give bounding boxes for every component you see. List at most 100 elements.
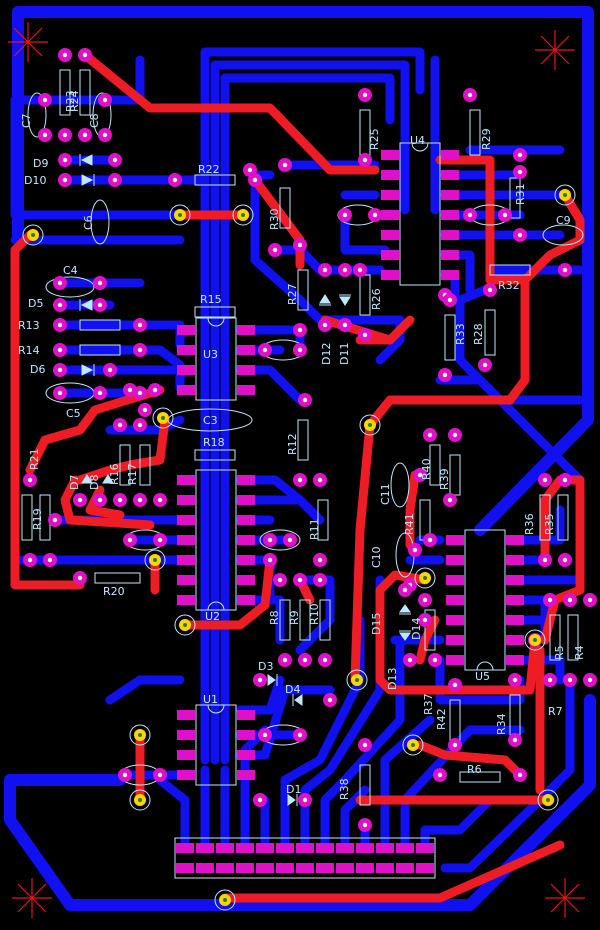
ic-pad — [441, 190, 459, 200]
pad-drill-hole — [257, 677, 263, 683]
pad-drill-hole — [452, 432, 458, 438]
label-r10: R10 — [308, 603, 321, 625]
pad-drill-hole — [57, 390, 63, 396]
ic-pad — [237, 475, 255, 485]
connector-pin — [416, 863, 434, 873]
label-r33: R33 — [454, 323, 467, 345]
via-drill — [411, 743, 415, 747]
ic-pad — [177, 345, 195, 355]
via-ring — [169, 204, 191, 226]
label-r9: R9 — [288, 610, 301, 625]
connector-outline — [174, 837, 436, 879]
pad-drill-hole — [47, 557, 53, 563]
pad-drill-hole — [262, 347, 268, 353]
ic-pad — [237, 515, 255, 525]
label-d5: D5 — [28, 297, 43, 310]
ic-pad — [177, 710, 195, 720]
connector-pin — [256, 863, 274, 873]
label-r8: R8 — [268, 610, 281, 625]
connector-pin — [176, 843, 194, 853]
pad-drill-hole — [117, 497, 123, 503]
label-r41: R41 — [403, 513, 416, 535]
pad-drill-hole — [57, 280, 63, 286]
silkscreen-layer — [21, 69, 584, 879]
ic-pad — [177, 515, 195, 525]
via-drill — [138, 733, 142, 737]
corner-marks — [8, 22, 585, 918]
label-r13: R13 — [18, 319, 40, 332]
ic-pad — [177, 495, 195, 505]
label-r31: R31 — [514, 183, 527, 205]
pad-drill-hole — [362, 822, 368, 828]
pad-drill-hole — [157, 537, 163, 543]
via-drill — [546, 798, 550, 802]
ic-outline-u4 — [399, 142, 441, 286]
ic-pad — [441, 210, 459, 220]
pad-drill-hole — [62, 157, 68, 163]
pad-drill-hole — [77, 497, 83, 503]
pad-drill-hole — [97, 280, 103, 286]
label-d9: D9 — [33, 157, 48, 170]
pad-drill-hole — [467, 212, 473, 218]
connector-pin — [216, 843, 234, 853]
ic-pad — [506, 615, 524, 625]
pad-drill-hole — [52, 517, 58, 523]
ic-pad — [506, 535, 524, 545]
pad-drill-hole — [297, 577, 303, 583]
pad-drill-hole — [42, 97, 48, 103]
via-ring — [402, 734, 424, 756]
ic-pad — [237, 710, 255, 720]
pad-drill-hole — [97, 497, 103, 503]
via-drill — [368, 423, 372, 427]
pad-drill-hole — [297, 327, 303, 333]
pad-drill-hole — [422, 597, 428, 603]
ic-pad — [381, 170, 399, 180]
pad-drill-hole — [452, 742, 458, 748]
via-ring — [414, 567, 436, 589]
ic-pad — [446, 575, 464, 585]
label-c11: C11 — [379, 483, 392, 505]
connector-pin — [376, 843, 394, 853]
ic-pad — [177, 750, 195, 760]
label-d1: D1 — [286, 783, 301, 796]
ic-pad — [506, 635, 524, 645]
ic-pad — [381, 230, 399, 240]
connector-pin — [416, 843, 434, 853]
pad-drill-hole — [267, 557, 273, 563]
ic-pad — [441, 150, 459, 160]
pad-drill-hole — [402, 587, 408, 593]
corner-mark-top-right — [535, 30, 575, 70]
ic-pad — [446, 615, 464, 625]
connector-pin — [176, 863, 194, 873]
pad-drill-hole — [112, 157, 118, 163]
pad-drill-hole — [27, 557, 33, 563]
label-r34: R34 — [495, 713, 508, 735]
label-r21: R21 — [28, 448, 41, 470]
ic-pad — [446, 635, 464, 645]
pad-drill-hole — [137, 390, 143, 396]
pad-drill-hole — [122, 772, 128, 778]
connector-pin — [356, 863, 374, 873]
pad-drill-hole — [362, 332, 368, 338]
via-ring — [129, 724, 151, 746]
pad-drill-hole — [542, 477, 548, 483]
pad-drill-hole — [587, 677, 593, 683]
ic-pad — [177, 575, 195, 585]
connector-pin — [396, 863, 414, 873]
ic-pad — [446, 555, 464, 565]
pad-drill-hole — [297, 242, 303, 248]
pad-drill-hole — [372, 212, 378, 218]
pad-drill-hole — [362, 92, 368, 98]
ic-pad — [177, 555, 195, 565]
label-r28: R28 — [472, 323, 485, 345]
pad-drill-hole — [257, 797, 263, 803]
pad-drill-hole — [117, 422, 123, 428]
label-r16: R16 — [108, 463, 121, 485]
label-d4: D4 — [285, 683, 300, 696]
connector-pin — [276, 843, 294, 853]
label-u3: U3 — [203, 348, 218, 361]
pad-drill-hole — [62, 132, 68, 138]
pad-drill-hole — [267, 537, 273, 543]
pad-drill-hole — [152, 387, 158, 393]
pad-drill-hole — [412, 547, 418, 553]
